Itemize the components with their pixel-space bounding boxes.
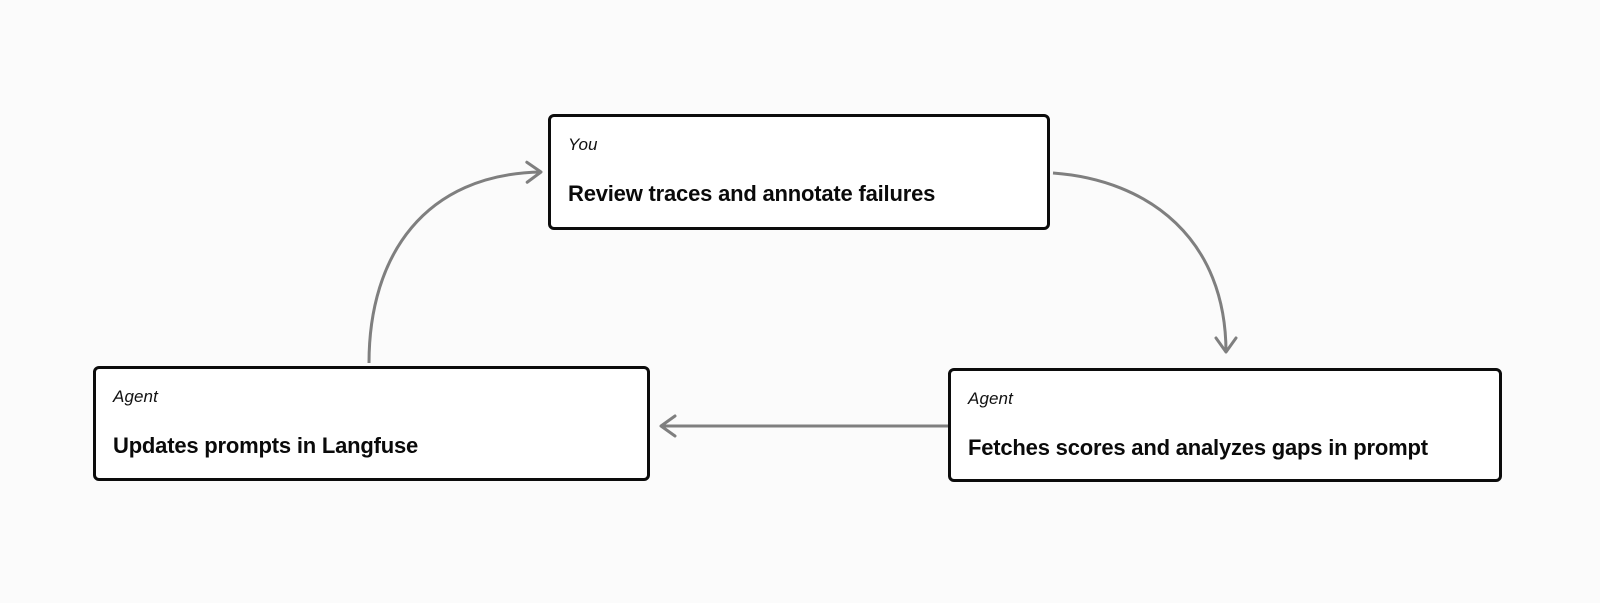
node-title-label: Updates prompts in Langfuse xyxy=(113,433,419,458)
node-title-label: Review traces and annotate failures xyxy=(568,181,936,206)
edge-review-to-fetch-arrow xyxy=(1052,171,1238,354)
node-role-label: Agent xyxy=(968,389,1013,408)
node-fetch-scores: Agent Fetches scores and analyzes gaps i… xyxy=(948,368,1502,482)
node-role-label: You xyxy=(568,135,598,154)
node-title-label: Fetches scores and analyzes gaps in prom… xyxy=(968,435,1428,460)
node-update-prompts: Agent Updates prompts in Langfuse xyxy=(93,366,650,481)
edge-update-to-review-arrow xyxy=(367,160,543,364)
node-role-label: Agent xyxy=(113,387,158,406)
node-review-traces: You Review traces and annotate failures xyxy=(548,114,1050,230)
